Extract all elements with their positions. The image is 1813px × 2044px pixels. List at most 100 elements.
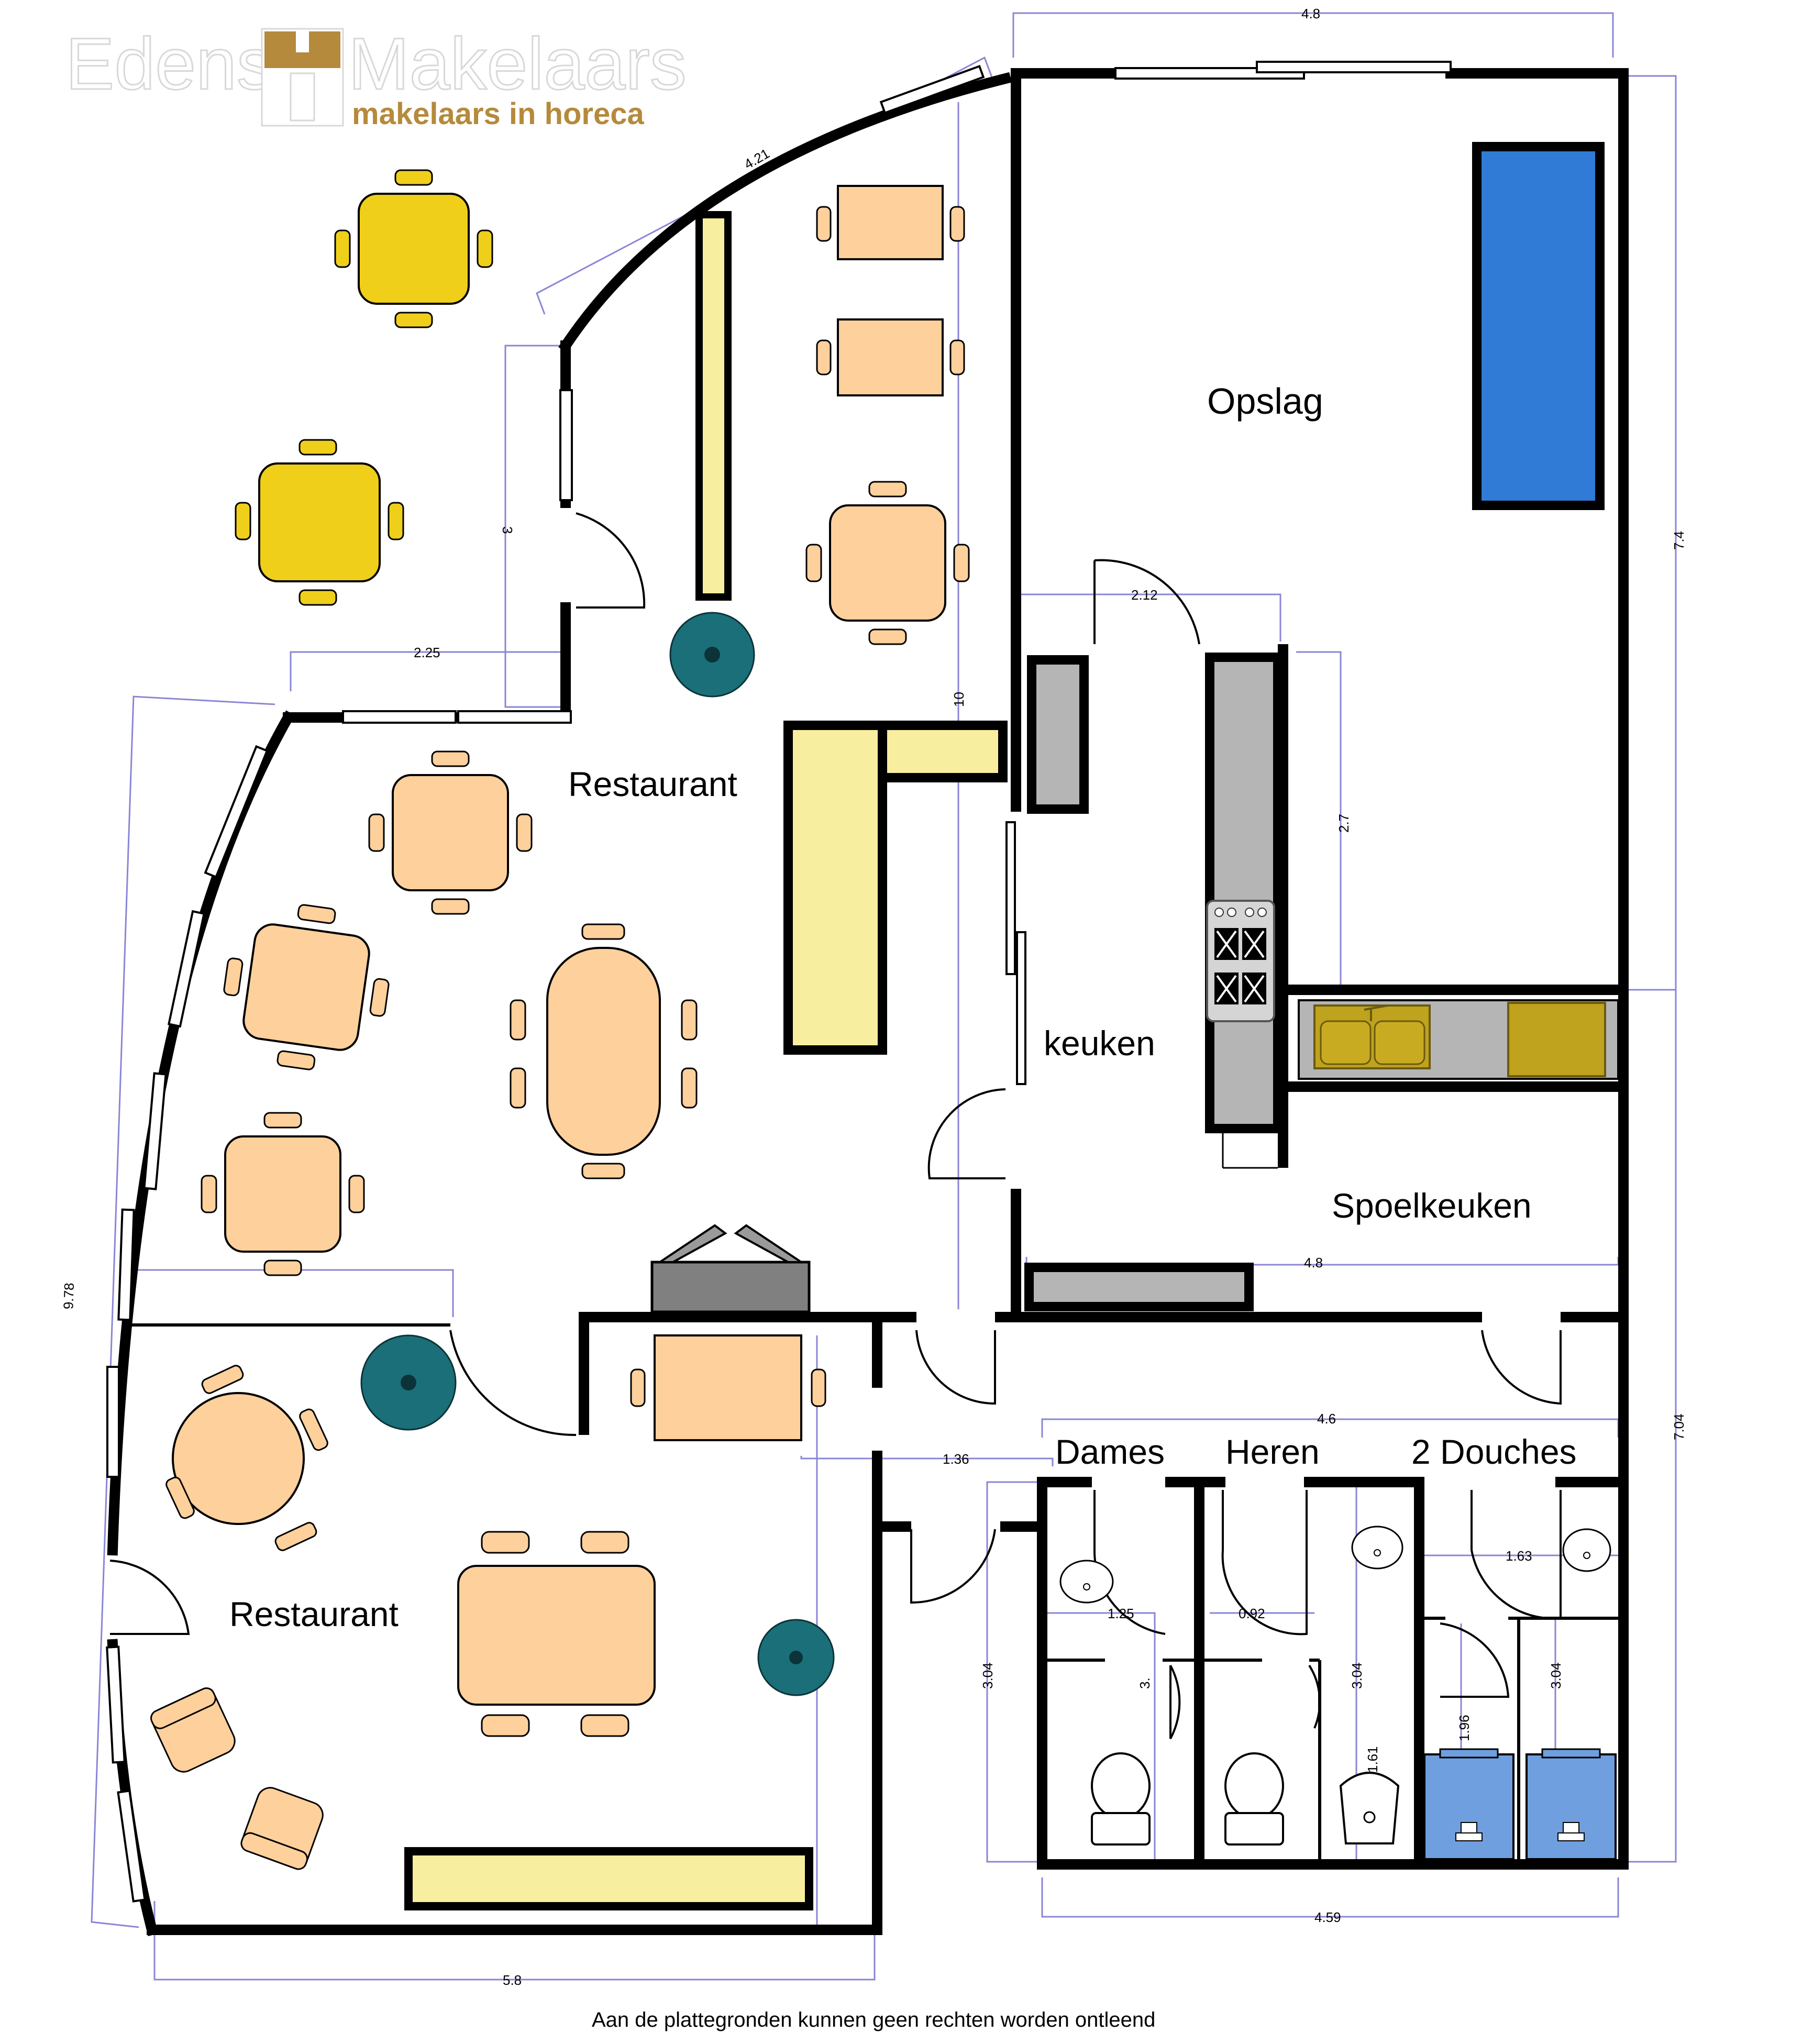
dining-table bbox=[630, 1334, 826, 1441]
washbasin-icon bbox=[1059, 1560, 1114, 1604]
disclaimer: Aan de plattegronden kunnen geen rechten… bbox=[592, 2008, 1155, 2031]
dim-douche-depth: 3.04 bbox=[1548, 1662, 1564, 1689]
window bbox=[342, 710, 457, 724]
dim-urinal-depth: 1.61 bbox=[1365, 1746, 1380, 1773]
door bbox=[1440, 1622, 1510, 1698]
dim-toilet-block-width: 4.6 bbox=[1317, 1411, 1336, 1427]
spoel-counter bbox=[1024, 1263, 1254, 1311]
room-label-douches: 2 Douches bbox=[1411, 1432, 1577, 1471]
window bbox=[1256, 61, 1452, 73]
window bbox=[457, 710, 572, 724]
window bbox=[1016, 931, 1026, 1085]
urinal-icon bbox=[1339, 1772, 1400, 1844]
door bbox=[1169, 1665, 1181, 1739]
kitchen-counter bbox=[1027, 655, 1089, 814]
logo-brand-left: Edens bbox=[65, 23, 273, 105]
plant-icon bbox=[669, 612, 755, 698]
door bbox=[109, 1560, 190, 1635]
dim-douche-width: 1.63 bbox=[1506, 1548, 1532, 1564]
dim-bottom-width: 5.8 bbox=[503, 1972, 522, 1988]
dim-entrance-depth: 3 bbox=[500, 526, 515, 534]
logo: Edens Makelaars makelaars in horeca bbox=[65, 22, 688, 131]
washbasin-icon bbox=[1562, 1528, 1611, 1572]
room-label-spoelkeuken: Spoelkeuken bbox=[1332, 1186, 1532, 1225]
bench bbox=[404, 1847, 813, 1910]
window bbox=[143, 1072, 167, 1190]
sink-cabinet bbox=[1507, 1002, 1606, 1077]
window bbox=[117, 1789, 146, 1903]
door bbox=[1094, 559, 1200, 645]
door bbox=[449, 1330, 577, 1437]
door bbox=[915, 1330, 996, 1405]
stove-icon bbox=[1206, 900, 1275, 1022]
dim-spoel-width: 4.8 bbox=[1304, 1255, 1323, 1270]
dim-hall-depth: 3.04 bbox=[980, 1662, 996, 1689]
dim-heren-depth: 3.04 bbox=[1349, 1662, 1365, 1689]
room-label-dames: Dames bbox=[1055, 1432, 1165, 1471]
shower-icon bbox=[1525, 1748, 1617, 1860]
bar-counter bbox=[878, 721, 1008, 782]
bar-counter bbox=[695, 211, 732, 601]
window bbox=[879, 64, 985, 115]
door bbox=[910, 1529, 996, 1604]
storage-tank bbox=[1472, 142, 1605, 510]
doors bbox=[109, 512, 1562, 1739]
dim-kitchen-width: 2.12 bbox=[1131, 587, 1158, 603]
walls bbox=[107, 68, 1629, 1937]
dim-toilet-bottom: 4.59 bbox=[1314, 1909, 1341, 1925]
dimension-labels: 4.8 4.21 3 2.25 10 9.78 2.12 2.7 7.4 7.0… bbox=[60, 6, 1687, 1988]
room-label-restaurant-lower: Restaurant bbox=[229, 1595, 399, 1633]
windows bbox=[106, 61, 1452, 1903]
toilet-icon bbox=[1224, 1752, 1284, 1846]
room-label-heren: Heren bbox=[1225, 1432, 1320, 1471]
door bbox=[1481, 1330, 1562, 1405]
kitchen-counter bbox=[1205, 653, 1283, 1133]
terrace-table bbox=[235, 439, 404, 606]
dining-table bbox=[223, 904, 390, 1070]
logo-mark-icon bbox=[261, 28, 344, 127]
door bbox=[1471, 1490, 1562, 1620]
window bbox=[106, 1366, 120, 1478]
bar-counter bbox=[783, 721, 887, 1055]
dim-left-wall: 9.78 bbox=[60, 1283, 77, 1310]
window bbox=[559, 389, 573, 501]
room-label-restaurant-upper: Restaurant bbox=[568, 765, 737, 803]
dimension-lines bbox=[91, 12, 1677, 1981]
dim-top-width: 4.8 bbox=[1301, 6, 1320, 21]
terrace-table bbox=[334, 169, 493, 328]
dim-restaurant-depth: 10 bbox=[951, 692, 967, 707]
dining-table bbox=[368, 750, 533, 915]
dim-right-upper: 7.4 bbox=[1671, 531, 1687, 550]
dining-table bbox=[165, 1365, 328, 1551]
double-sink-icon bbox=[1313, 1004, 1431, 1069]
dim-entrance-width: 2.25 bbox=[414, 645, 440, 660]
plant-icon bbox=[360, 1334, 457, 1431]
dining-table bbox=[805, 481, 970, 645]
dining-table bbox=[201, 1112, 365, 1276]
door bbox=[1308, 1664, 1321, 1729]
armchair-icon bbox=[150, 1687, 236, 1773]
dining-table bbox=[816, 318, 965, 396]
dim-dames-depth: 3. bbox=[1137, 1677, 1153, 1689]
dining-table bbox=[816, 185, 965, 260]
dim-right-lower: 7.04 bbox=[1671, 1413, 1687, 1440]
logo-brand-right: Makelaars bbox=[348, 23, 687, 105]
dim-douche-tray: 1.96 bbox=[1456, 1715, 1472, 1741]
door bbox=[576, 512, 646, 609]
washbasin-icon bbox=[1351, 1526, 1403, 1570]
door bbox=[1221, 1490, 1308, 1636]
door bbox=[927, 1088, 1006, 1179]
room-label-opslag: Opslag bbox=[1207, 381, 1323, 422]
toilet-icon bbox=[1091, 1752, 1151, 1846]
dim-kitchen-counter: 2.7 bbox=[1336, 814, 1352, 833]
dining-table bbox=[457, 1531, 656, 1737]
dim-hall-width: 1.36 bbox=[943, 1451, 969, 1467]
window bbox=[1005, 821, 1016, 975]
bar-display bbox=[650, 1224, 811, 1313]
window bbox=[117, 1208, 135, 1321]
dining-table bbox=[510, 923, 698, 1179]
room-label-keuken: keuken bbox=[1044, 1024, 1155, 1063]
logo-tagline: makelaars in horeca bbox=[352, 97, 645, 131]
plant-icon bbox=[757, 1619, 835, 1696]
